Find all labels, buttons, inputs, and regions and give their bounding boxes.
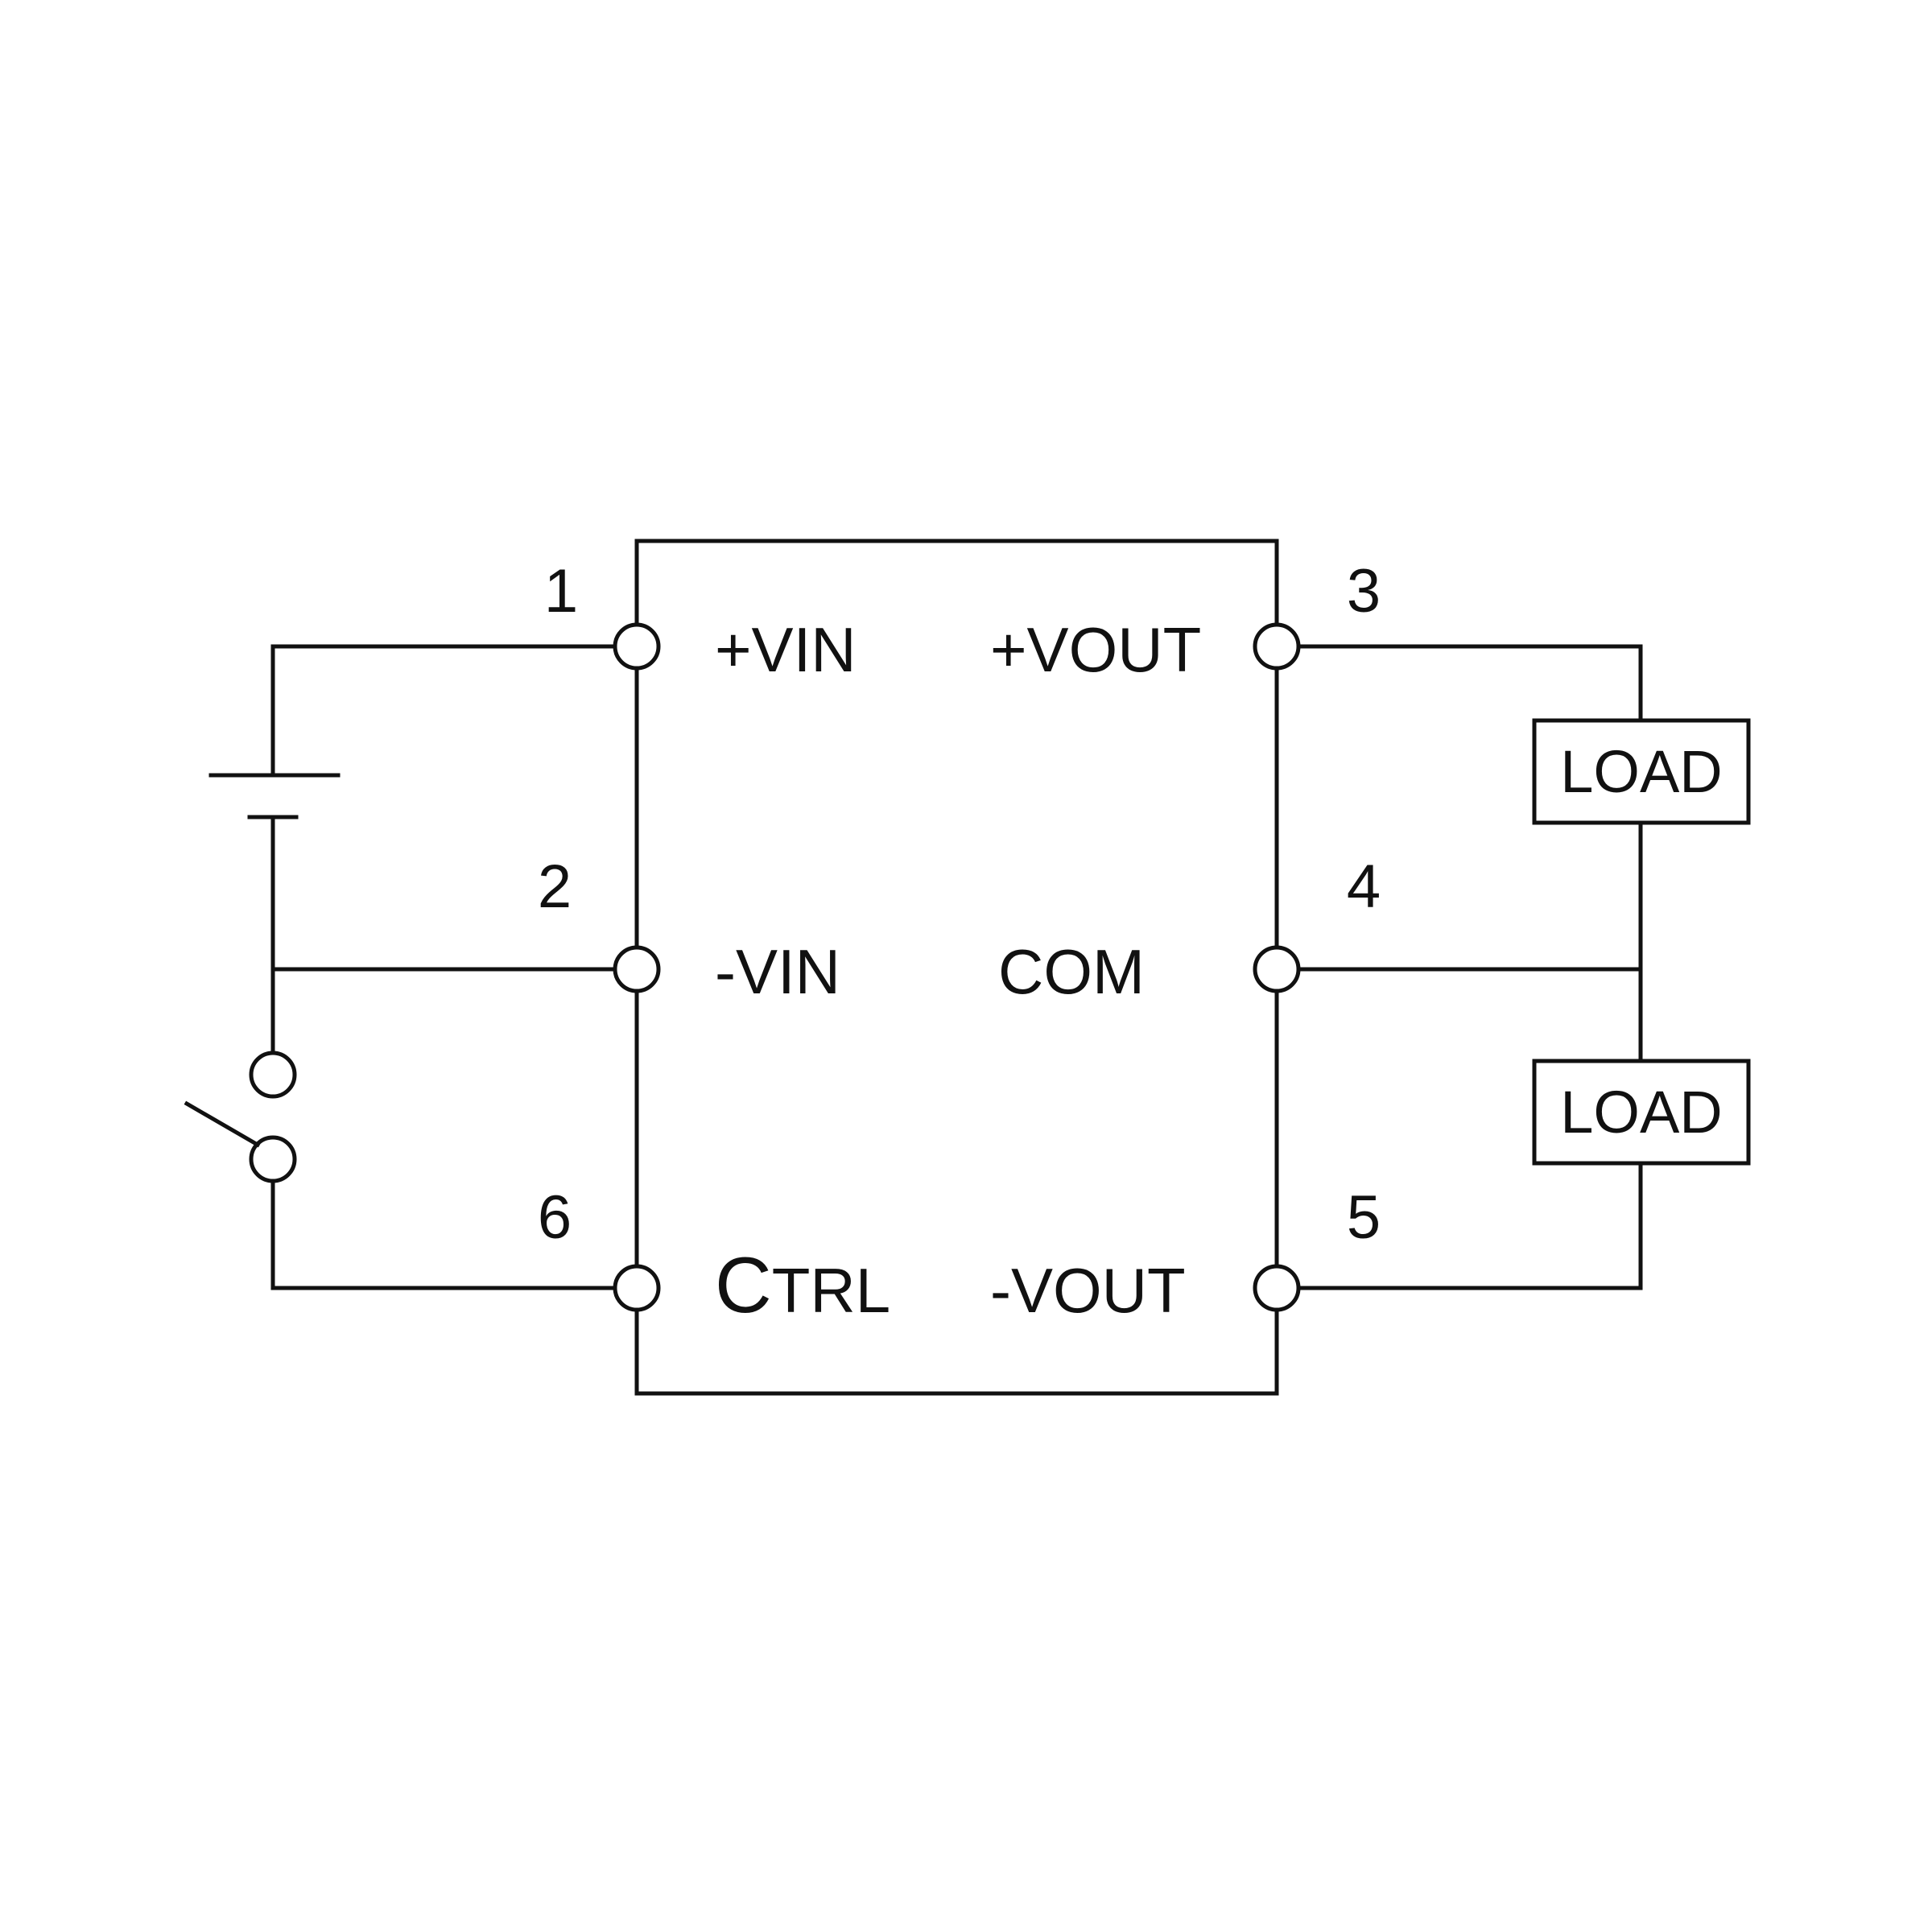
load-label-upper: LOAD xyxy=(1560,738,1723,805)
terminal-pin-1 xyxy=(613,622,661,671)
terminal-pin-5 xyxy=(1253,1264,1301,1312)
pin-number-6: 6 xyxy=(538,1183,572,1252)
pin-name-vin-neg: -VIN xyxy=(715,936,840,1007)
battery-symbol xyxy=(208,644,341,972)
pin-name-vout-pos: +VOUT xyxy=(990,614,1201,685)
terminal-pin-2 xyxy=(613,945,661,993)
terminal-pin-6 xyxy=(613,1264,661,1312)
output-network xyxy=(1295,644,1643,1290)
pin-name-ctrl: CTRL xyxy=(715,1241,890,1329)
pin-name-com: COM xyxy=(998,936,1145,1007)
terminal-pin-4 xyxy=(1253,945,1301,993)
pin-name-ctrl-initial: C xyxy=(715,1241,772,1329)
load-box-lower: LOAD xyxy=(1532,1059,1751,1166)
pin-number-3: 3 xyxy=(1347,557,1381,625)
pin-number-1: 1 xyxy=(544,557,578,625)
pin-number-5: 5 xyxy=(1347,1183,1381,1252)
control-switch xyxy=(184,967,618,1290)
load-box-upper: LOAD xyxy=(1532,718,1751,825)
load-label-lower: LOAD xyxy=(1560,1079,1723,1146)
pin-number-2: 2 xyxy=(538,852,572,921)
pin-name-vout-neg: -VOUT xyxy=(990,1255,1186,1326)
terminal-pin-3 xyxy=(1253,622,1301,671)
pin-number-4: 4 xyxy=(1347,852,1381,921)
pin-name-ctrl-rest: TRL xyxy=(772,1255,890,1326)
pin-name-vin-pos: +VIN xyxy=(715,614,857,685)
